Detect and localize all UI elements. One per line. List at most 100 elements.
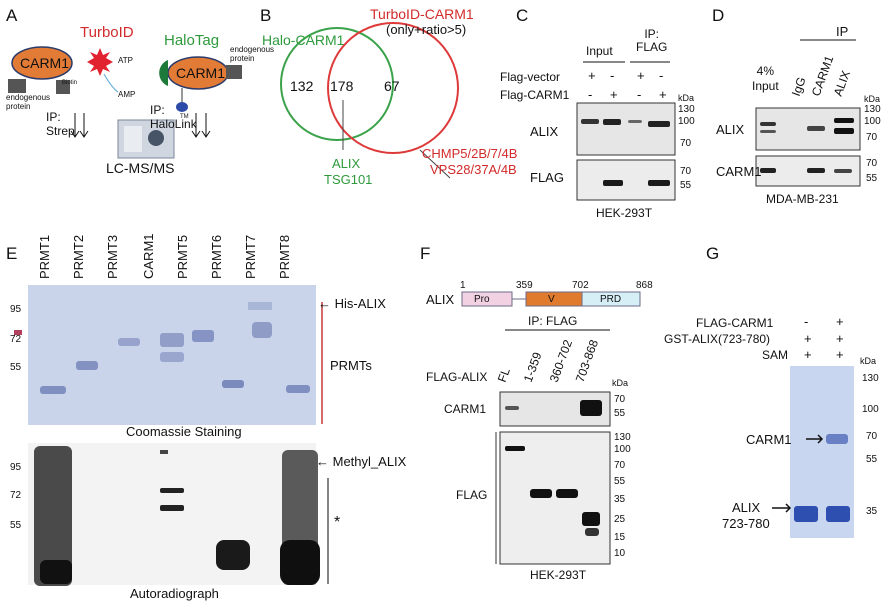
f-cell-line: HEK-293T	[530, 568, 587, 582]
methyl-alix-label: ← Methyl_ALIX	[316, 454, 407, 469]
c-blot-flag-label: FLAG	[530, 170, 564, 185]
f-mw: 55	[614, 476, 626, 487]
venn-turbo-title: TurboID-CARM1	[370, 6, 474, 22]
d-kda: kDa	[864, 94, 881, 104]
panel-label-c: C	[516, 6, 529, 25]
f-mw: 55	[614, 408, 626, 419]
g-row-label: SAM	[762, 348, 789, 362]
e-lane-label: PRMT1	[37, 234, 52, 279]
halolink-bead	[176, 102, 188, 112]
venn-turbo-circle	[327, 22, 459, 154]
lcms-instrument-port	[148, 130, 164, 146]
g-alix-label: ALIX	[732, 500, 761, 515]
panel-label-g: G	[706, 244, 720, 263]
e-mw: 95	[10, 462, 22, 473]
c-mw: 70	[680, 138, 692, 149]
coomassie-caption: Coomassie Staining	[126, 424, 242, 439]
carm1-label-right: CARM1	[176, 65, 226, 81]
panel-label-e: E	[6, 244, 18, 263]
f-domain-label: PRD	[600, 294, 622, 305]
panel-label-b: B	[260, 6, 272, 25]
shared-protein-2: TSG101	[324, 172, 373, 187]
endogenous-label-right: endogenous protein	[230, 45, 275, 63]
d-blot-carm1-label: CARM1	[716, 164, 762, 179]
g-sign: +	[836, 331, 844, 346]
tm-label: TM	[180, 114, 189, 120]
g-mw: 35	[866, 506, 878, 517]
e-mw: 55	[10, 362, 22, 373]
d-mw: 70	[866, 132, 878, 143]
biotin-label: Biotin	[62, 80, 78, 86]
f-mw: 130	[614, 432, 631, 443]
c-mw: 130	[678, 104, 695, 115]
methyl-alix-text: Methyl_ALIX	[332, 454, 407, 469]
c-sign: -	[637, 87, 642, 102]
ip-strep-label: IP: Strep	[46, 110, 75, 138]
f-mw: 15	[614, 532, 626, 543]
venn-turbo-subtitle: (only+ratio>5)	[386, 22, 467, 37]
e-lane-label: PRMT6	[209, 234, 224, 279]
e-lane-label: CARM1	[141, 233, 156, 279]
lcms-label: LC-MS/MS	[106, 160, 175, 176]
g-carm1-arrow	[806, 434, 824, 444]
panel-label-d: D	[712, 6, 725, 25]
e-mw: 72	[10, 490, 22, 501]
c-row-flag-carm1: Flag-CARM1	[500, 88, 570, 102]
g-mw: 70	[866, 431, 878, 442]
panel-label-f: F	[420, 244, 431, 263]
c-cell-line: HEK-293T	[596, 206, 653, 220]
f-flag-alix-label: FLAG-ALIX	[426, 370, 488, 384]
arrows-halolink	[191, 113, 211, 138]
f-mw: 70	[614, 394, 626, 405]
turboid-label: TurboID	[80, 24, 134, 41]
d-input-label: 4% Input	[752, 64, 779, 93]
f-domain-label: Pro	[474, 294, 490, 305]
e-lane-label: PRMT7	[243, 234, 258, 279]
e-mw: 72	[10, 334, 22, 345]
venn-count-mid: 178	[330, 78, 354, 94]
c-alix-blot	[576, 102, 676, 156]
venn-halo-circle	[280, 27, 394, 141]
d-cell-line: MDA-MB-231	[766, 192, 839, 206]
f-position: 1	[460, 280, 466, 291]
atp-label: ATP	[118, 56, 133, 65]
c-mw: 55	[680, 180, 692, 191]
f-ip-label: IP: FLAG	[528, 314, 578, 328]
biotin-target-shape	[56, 80, 70, 94]
endogenous-label-left: endogenous protein	[6, 93, 51, 111]
g-mw: 55	[866, 454, 878, 465]
carm1-label-left: CARM1	[20, 55, 70, 71]
c-mw: 100	[678, 116, 695, 127]
d-blot-alix-label: ALIX	[716, 122, 745, 137]
amp-arrow	[103, 73, 119, 93]
c-sign: +	[659, 87, 667, 102]
e-lane-label: PRMT5	[175, 234, 190, 279]
amp-label: AMP	[118, 90, 136, 99]
c-kda: kDa	[678, 93, 695, 103]
arrows-strep	[70, 113, 89, 138]
c-sign: -	[588, 87, 593, 102]
g-alix-arrow	[772, 503, 792, 513]
g-sign: +	[836, 314, 844, 329]
f-mw: 10	[614, 548, 626, 559]
turboid-burst	[87, 48, 113, 76]
d-mw: 70	[866, 158, 878, 169]
endogenous-protein-left-shape	[8, 79, 26, 93]
carm1-ellipse-left	[11, 46, 73, 80]
panel-label-a: A	[6, 6, 18, 25]
c-ip-label: IP: FLAG	[636, 27, 668, 54]
venn-count-right: 67	[384, 78, 400, 94]
c-sign: +	[637, 68, 645, 83]
d-ip-label: IP	[836, 24, 849, 39]
f-flag-blot	[499, 431, 611, 565]
his-alix-label: ← His-ALIX	[318, 296, 386, 311]
domain-prd	[581, 291, 641, 307]
venn-turbo-pointer	[419, 149, 451, 179]
turbo-only-protein-1: CHMP5/2B/7/4B	[422, 146, 518, 161]
halotag-shape	[159, 60, 168, 86]
e-lane-label: PRMT8	[277, 234, 292, 279]
asterisk-label: *	[334, 514, 341, 531]
prmts-label: PRMTs	[330, 358, 372, 373]
autorad-caption: Autoradiograph	[130, 586, 219, 601]
